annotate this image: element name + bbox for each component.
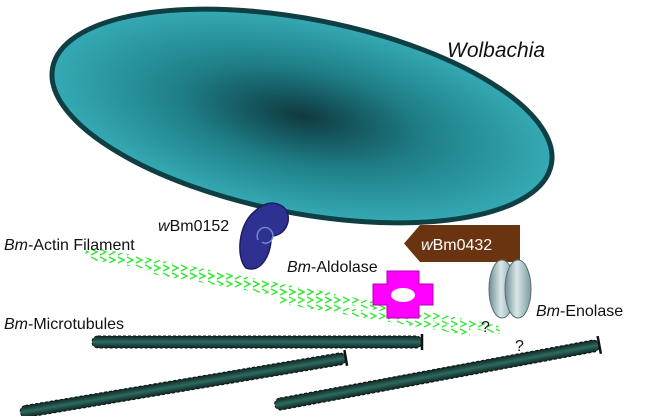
aldolase-protein bbox=[372, 270, 434, 319]
enolase-protein bbox=[488, 259, 532, 319]
wbm0432-protein: wBm0432 bbox=[404, 225, 520, 262]
unknown-mark-1: ? bbox=[481, 319, 490, 336]
unknown-mark-2: ? bbox=[515, 338, 524, 355]
microtubule-1 bbox=[91, 334, 424, 350]
aldolase-label: Bm-Aldolase bbox=[287, 259, 378, 276]
wbm0152-protein bbox=[239, 202, 290, 270]
actin-filament bbox=[85, 246, 501, 336]
microtubules-label: Bm-Microtubules bbox=[4, 316, 124, 333]
microtubule-3 bbox=[274, 335, 603, 411]
wolbachia-label: Wolbachia bbox=[447, 39, 545, 62]
actin-label: Bm-Actin Filament bbox=[4, 237, 135, 254]
wbm0152-label: wBm0152 bbox=[158, 218, 229, 235]
enolase-label: Bm-Enolase bbox=[536, 303, 623, 320]
microtubule-2 bbox=[19, 349, 349, 416]
microtubules bbox=[19, 334, 603, 416]
wbm0432-label: wBm0432 bbox=[421, 237, 492, 254]
